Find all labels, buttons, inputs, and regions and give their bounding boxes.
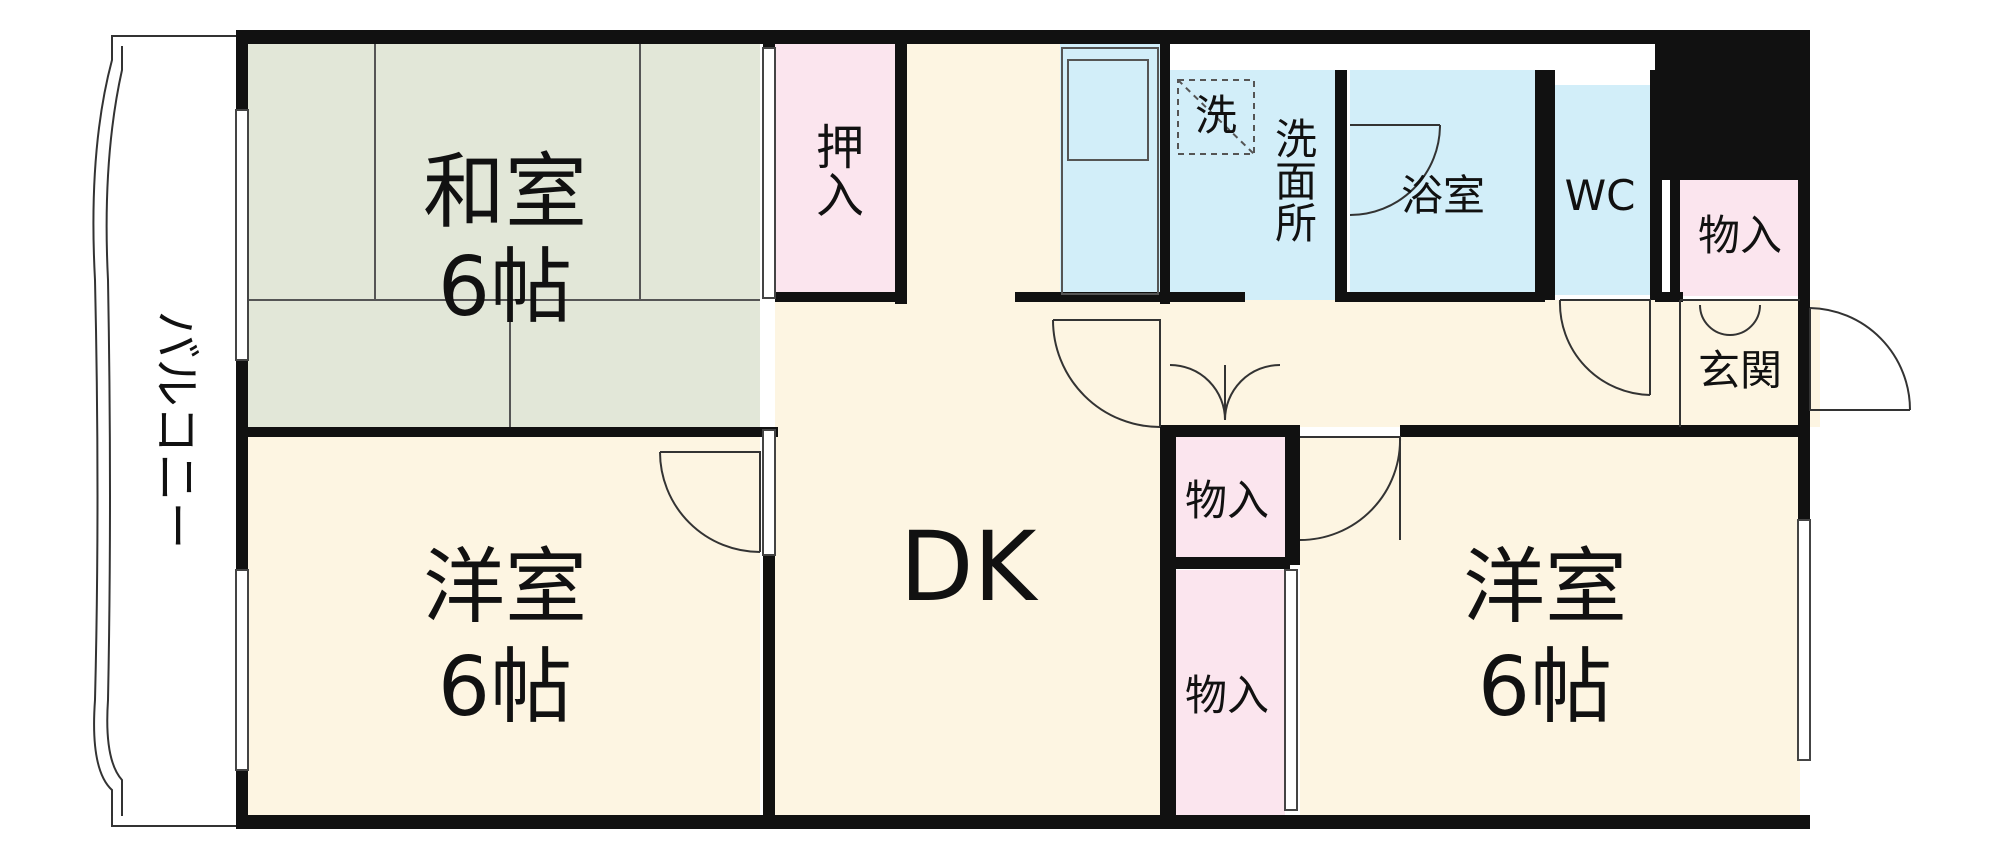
wc-label: WC [1565,171,1636,220]
senmenjo-floor [1165,70,1335,300]
youshitsu-right-size: 6帖 [1478,640,1612,735]
monoire-mid-label: 物入 [1185,476,1269,525]
windows [235,47,1811,811]
yokushitsu-floor [1350,70,1535,300]
washitsu-name: 和室 [423,145,587,240]
washitsu-floor [248,44,760,427]
washing-machine-icon [1177,79,1255,155]
oshiire-floor [775,44,895,300]
tatami-grid [248,44,760,427]
monoire-low-label: 物入 [1185,671,1269,720]
youshitsu-left-size: 6帖 [438,640,572,735]
youshitsu-left-floor [248,437,760,817]
genkan-label: 玄関 [1698,346,1782,395]
monoire-low-floor [1170,570,1285,815]
youshitsu-right-floor [1300,437,1800,817]
dk-label: DK [900,511,1039,623]
door-swings [659,124,1911,553]
monoire-top-label: 物入 [1698,211,1782,260]
monoire-top-floor [1680,178,1800,296]
hall-floor [1165,300,1820,427]
oshiire-char-1: 押入 [807,122,863,218]
kitchen-counter [1060,44,1160,294]
washing-label: 洗 [1195,91,1237,140]
yokushitsu-label: 浴室 [1401,171,1485,220]
balcony-outline [92,35,236,827]
youshitsu-right-name: 洋室 [1463,540,1627,635]
washitsu-size: 6帖 [438,240,572,335]
wc-floor [1545,85,1653,295]
senmenjo-label: 洗面所 [1269,117,1318,243]
monoire-mid-floor [1170,437,1285,557]
balcony-label: バルコニー [148,310,204,549]
balcony-inner [105,46,123,816]
youshitsu-left-name: 洋室 [423,540,587,635]
kitchen-sink [1061,47,1159,295]
